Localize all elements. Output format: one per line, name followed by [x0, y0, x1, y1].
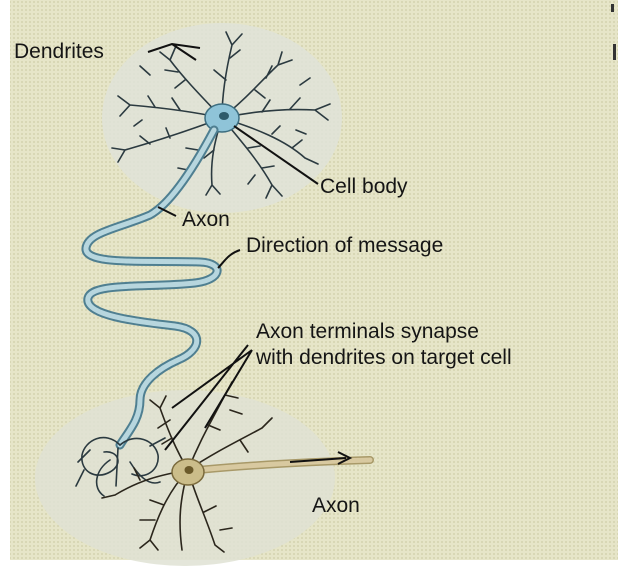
axon-lower-label: Axon	[312, 494, 360, 517]
upper-nucleus	[219, 112, 229, 120]
cell-body-label: Cell body	[320, 175, 408, 198]
axon-upper-label: Axon	[182, 208, 230, 231]
direction-label: Direction of message	[246, 234, 443, 257]
terminals-label-line1: Axon terminals synapse	[256, 320, 479, 343]
target-nucleus	[185, 466, 194, 474]
dendrites-label: Dendrites	[14, 40, 104, 63]
terminals-label-line2: with dendrites on target cell	[255, 346, 512, 369]
edge-mark	[613, 44, 616, 60]
edge-mark	[611, 4, 614, 12]
